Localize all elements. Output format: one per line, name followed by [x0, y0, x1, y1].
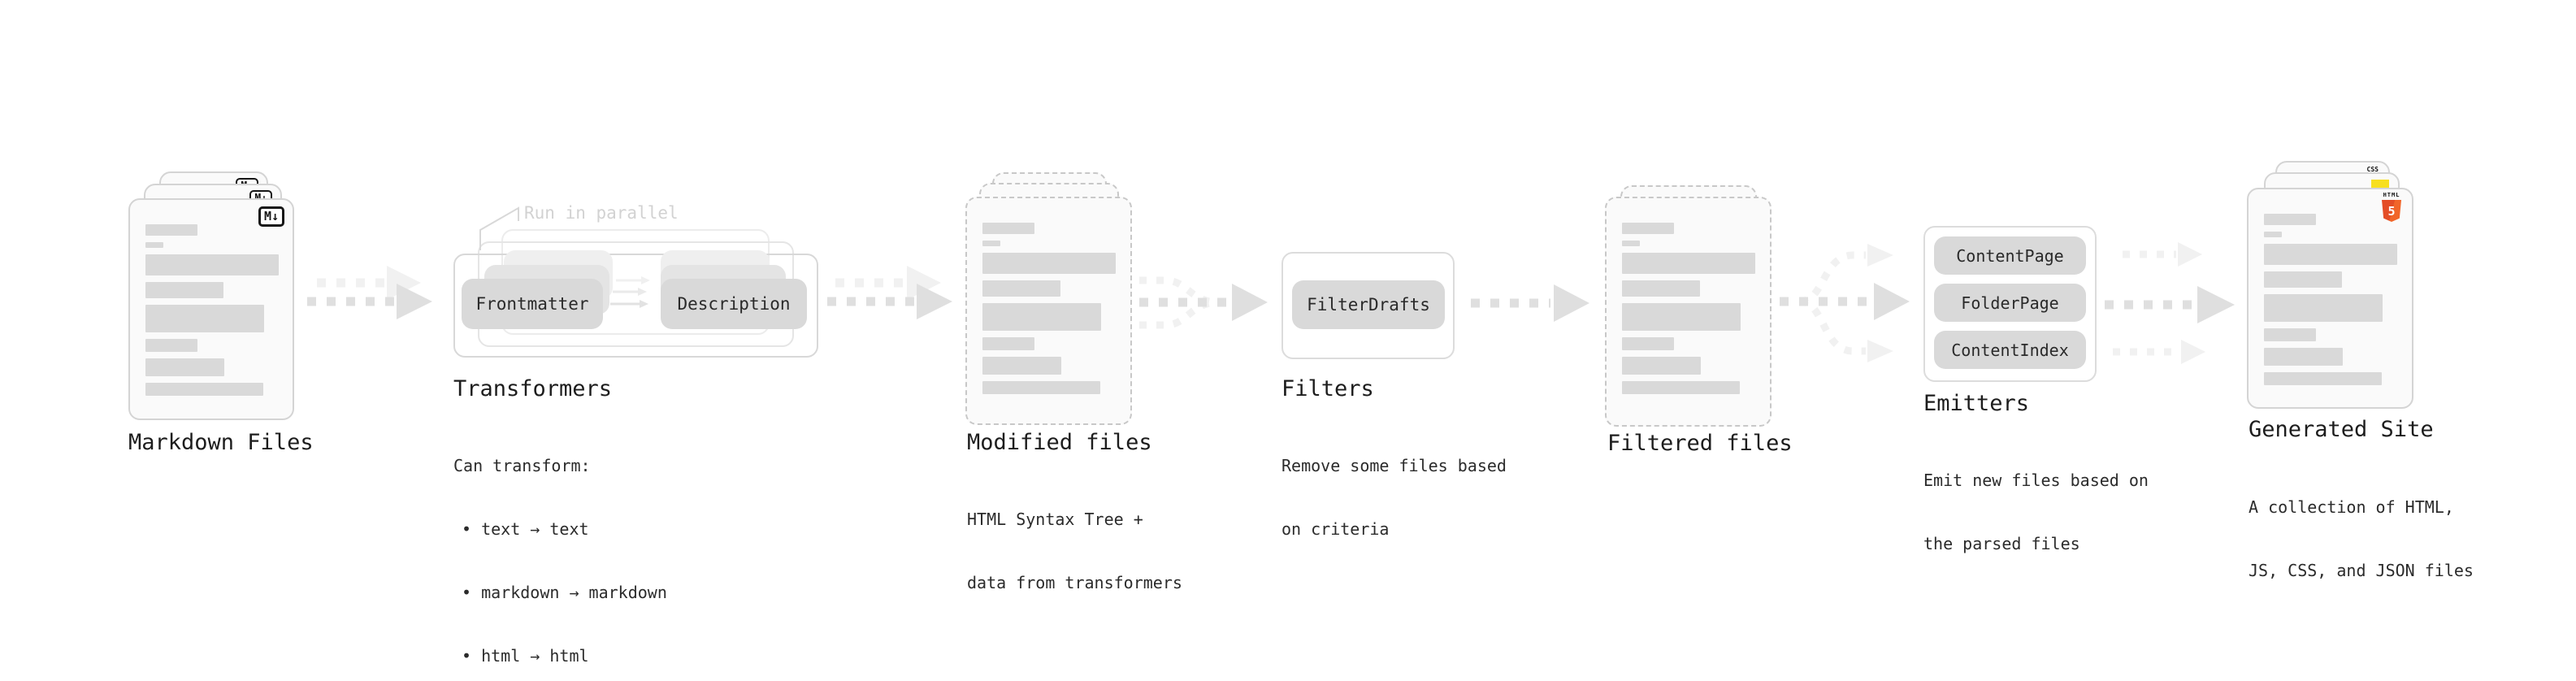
text-placeholder-bar	[145, 339, 197, 352]
generated-site-caption: A collection of HTML, JS, CSS, and JSON …	[2249, 454, 2474, 623]
text-placeholder-bar	[145, 305, 264, 332]
css-icon-label: CSS	[2366, 166, 2379, 173]
run-in-parallel-callout: Run in parallel	[524, 203, 679, 223]
html5-logo-shield: 5	[2382, 200, 2401, 222]
generated-site-label: Generated Site	[2249, 417, 2434, 442]
transformers-bullet: • text → text	[462, 519, 589, 539]
modified-files-label: Modified files	[967, 430, 1152, 455]
text-placeholder-bar	[1622, 381, 1740, 394]
text-placeholder-bar	[2264, 328, 2316, 341]
text-placeholder-bar	[145, 254, 279, 275]
arrow-emitters-to-generated	[2105, 242, 2235, 364]
text-placeholder-bar	[1622, 337, 1674, 350]
caption-line: Emit new files based on	[1923, 471, 2149, 490]
text-placeholder-bar	[145, 282, 223, 298]
text-placeholder-bar	[982, 337, 1034, 350]
html5-logo-word: HTML	[2383, 192, 2400, 198]
arrow-filtered-to-emitters-fanout	[1780, 244, 1910, 362]
text-placeholder-bar	[1622, 223, 1674, 234]
transformers-bullet: • markdown → markdown	[462, 583, 667, 602]
caption-line: A collection of HTML,	[2249, 497, 2454, 517]
arrow-filters-to-filtered	[1471, 284, 1589, 322]
transformers-bullet: • html → html	[462, 646, 589, 666]
caption-line: Remove some files based	[1281, 456, 1507, 475]
transformers-caption: Can transform: • text → text • markdown …	[453, 413, 667, 681]
generated-site-card-front: HTML 5	[2247, 188, 2413, 409]
arrow-transformers-to-modified	[827, 266, 952, 319]
transformers-heading: Transformers	[453, 376, 613, 401]
html5-logo-icon: HTML 5	[2381, 193, 2402, 222]
file-content-placeholder	[982, 223, 1116, 401]
text-placeholder-bar	[982, 223, 1034, 234]
text-placeholder-bar	[1622, 241, 1640, 246]
text-placeholder-bar	[2264, 244, 2397, 265]
text-placeholder-bar	[2264, 372, 2382, 385]
text-placeholder-bar	[982, 303, 1101, 331]
modified-file-card-front	[965, 197, 1132, 425]
text-placeholder-bar	[2264, 232, 2282, 237]
transformers-box-front	[453, 254, 818, 358]
arrow-markdown-to-transformers	[307, 266, 432, 319]
text-placeholder-bar	[1622, 357, 1701, 375]
arrow-modified-to-filters-merge	[1139, 276, 1268, 329]
text-placeholder-bar	[982, 280, 1060, 297]
caption-line: on criteria	[1281, 519, 1390, 539]
emitters-caption: Emit new files based on the parsed files	[1923, 427, 2149, 596]
markdown-files-label: Markdown Files	[128, 430, 314, 455]
description-pill: Description	[661, 279, 807, 329]
text-placeholder-bar	[2264, 214, 2316, 225]
text-placeholder-bar	[145, 383, 263, 396]
modified-files-caption: HTML Syntax Tree + data from transformer…	[967, 466, 1182, 635]
transformers-caption-line: Can transform:	[453, 456, 591, 475]
contentpage-pill: ContentPage	[1934, 236, 2086, 275]
caption-line: JS, CSS, and JSON files	[2249, 561, 2474, 580]
caption-line: the parsed files	[1923, 534, 2080, 553]
text-placeholder-bar	[2264, 348, 2343, 366]
markdown-icon: M↓	[258, 206, 284, 227]
text-placeholder-bar	[2264, 271, 2342, 288]
filters-caption: Remove some files based on criteria	[1281, 413, 1507, 582]
filtered-files-label: Filtered files	[1607, 431, 1793, 456]
markdown-file-card-front: M↓	[128, 198, 294, 420]
file-content-placeholder	[145, 224, 279, 402]
text-placeholder-bar	[1622, 253, 1755, 274]
text-placeholder-bar	[1622, 303, 1741, 331]
text-placeholder-bar	[982, 381, 1100, 394]
file-content-placeholder	[2264, 214, 2397, 392]
filters-heading: Filters	[1281, 376, 1374, 401]
file-content-placeholder	[1622, 223, 1755, 401]
filterdrafts-pill: FilterDrafts	[1292, 280, 1445, 329]
text-placeholder-bar	[1622, 280, 1700, 297]
text-placeholder-bar	[982, 357, 1061, 375]
text-placeholder-bar	[982, 241, 1000, 246]
filtered-file-card-front	[1605, 197, 1772, 427]
emitters-heading: Emitters	[1923, 391, 2030, 416]
folderpage-pill: FolderPage	[1934, 284, 2086, 322]
text-placeholder-bar	[145, 224, 197, 236]
frontmatter-pill: Frontmatter	[462, 279, 603, 329]
contentindex-pill: ContentIndex	[1934, 331, 2086, 369]
text-placeholder-bar	[2264, 294, 2383, 322]
text-placeholder-bar	[145, 242, 163, 248]
text-placeholder-bar	[982, 253, 1116, 274]
text-placeholder-bar	[145, 358, 224, 376]
caption-line: HTML Syntax Tree +	[967, 510, 1143, 529]
js-file-icon	[2371, 180, 2389, 189]
caption-line: data from transformers	[967, 573, 1182, 592]
